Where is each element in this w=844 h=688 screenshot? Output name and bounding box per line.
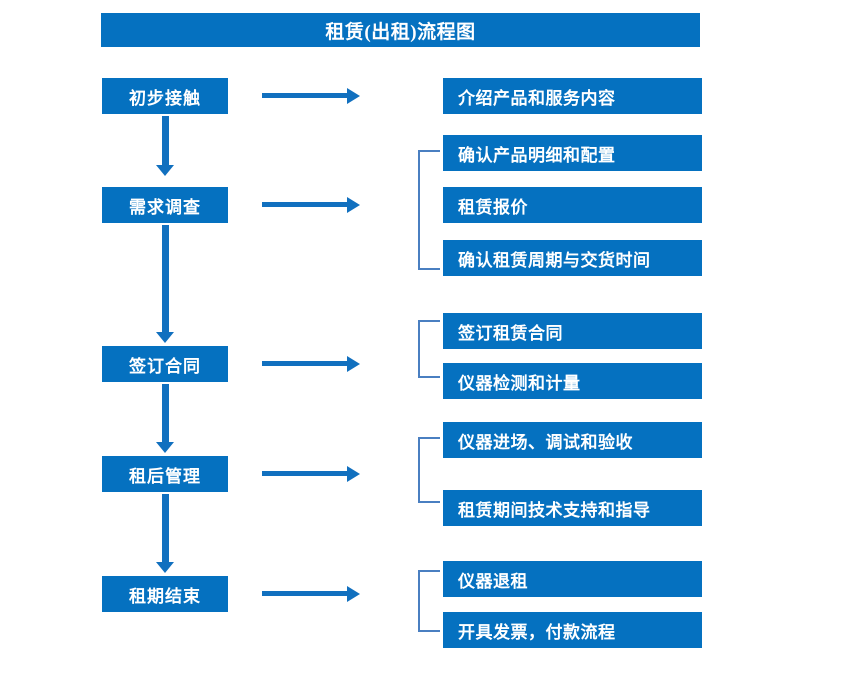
chart-title: 租赁(出租)流程图	[101, 13, 700, 47]
detail-box-3[interactable]: 租赁报价	[443, 187, 702, 223]
detail-box-9[interactable]: 仪器退租	[443, 561, 702, 597]
right-arrow-icon-1	[262, 87, 360, 105]
right-arrow-icon-4	[262, 465, 360, 483]
stage-label-1: 初步接触	[129, 88, 201, 108]
stage-box-3[interactable]: 签订合同	[102, 346, 228, 382]
right-arrow-icon-5	[262, 585, 360, 603]
stage-box-5[interactable]: 租期结束	[102, 576, 228, 612]
detail-box-1[interactable]: 介绍产品和服务内容	[443, 78, 702, 114]
detail-label-3: 租赁报价	[458, 197, 528, 217]
detail-label-9: 仪器退租	[458, 571, 528, 591]
detail-label-8: 租赁期间技术支持和指导	[458, 500, 651, 520]
detail-box-8[interactable]: 租赁期间技术支持和指导	[443, 490, 702, 526]
detail-label-6: 仪器检测和计量	[458, 373, 581, 393]
detail-box-4[interactable]: 确认租赁周期与交货时间	[443, 240, 702, 276]
group-bracket-contract	[418, 320, 440, 378]
detail-box-10[interactable]: 开具发票，付款流程	[443, 612, 702, 648]
stage-label-4: 租后管理	[129, 466, 201, 486]
detail-box-5[interactable]: 签订租赁合同	[443, 313, 702, 349]
detail-label-7: 仪器进场、调试和验收	[458, 432, 633, 452]
down-arrow-icon-2	[155, 225, 175, 343]
detail-label-5: 签订租赁合同	[458, 323, 563, 343]
stage-label-3: 签订合同	[129, 356, 201, 376]
group-bracket-management	[418, 437, 440, 503]
detail-label-2: 确认产品明细和配置	[458, 145, 616, 165]
down-arrow-icon-4	[155, 494, 175, 573]
detail-label-4: 确认租赁周期与交货时间	[458, 250, 651, 270]
group-bracket-requirements	[418, 150, 440, 270]
stage-label-2: 需求调查	[129, 197, 201, 217]
right-arrow-icon-3	[262, 355, 360, 373]
detail-box-2[interactable]: 确认产品明细和配置	[443, 135, 702, 171]
group-bracket-closing	[418, 570, 440, 632]
detail-label-1: 介绍产品和服务内容	[458, 88, 616, 108]
detail-box-6[interactable]: 仪器检测和计量	[443, 363, 702, 399]
detail-box-7[interactable]: 仪器进场、调试和验收	[443, 422, 702, 458]
stage-label-5: 租期结束	[129, 586, 201, 606]
stage-box-1[interactable]: 初步接触	[102, 78, 228, 114]
down-arrow-icon-1	[155, 116, 175, 176]
stage-box-2[interactable]: 需求调查	[102, 187, 228, 223]
stage-box-4[interactable]: 租后管理	[102, 456, 228, 492]
down-arrow-icon-3	[155, 384, 175, 453]
right-arrow-icon-2	[262, 196, 360, 214]
detail-label-10: 开具发票，付款流程	[458, 622, 616, 642]
